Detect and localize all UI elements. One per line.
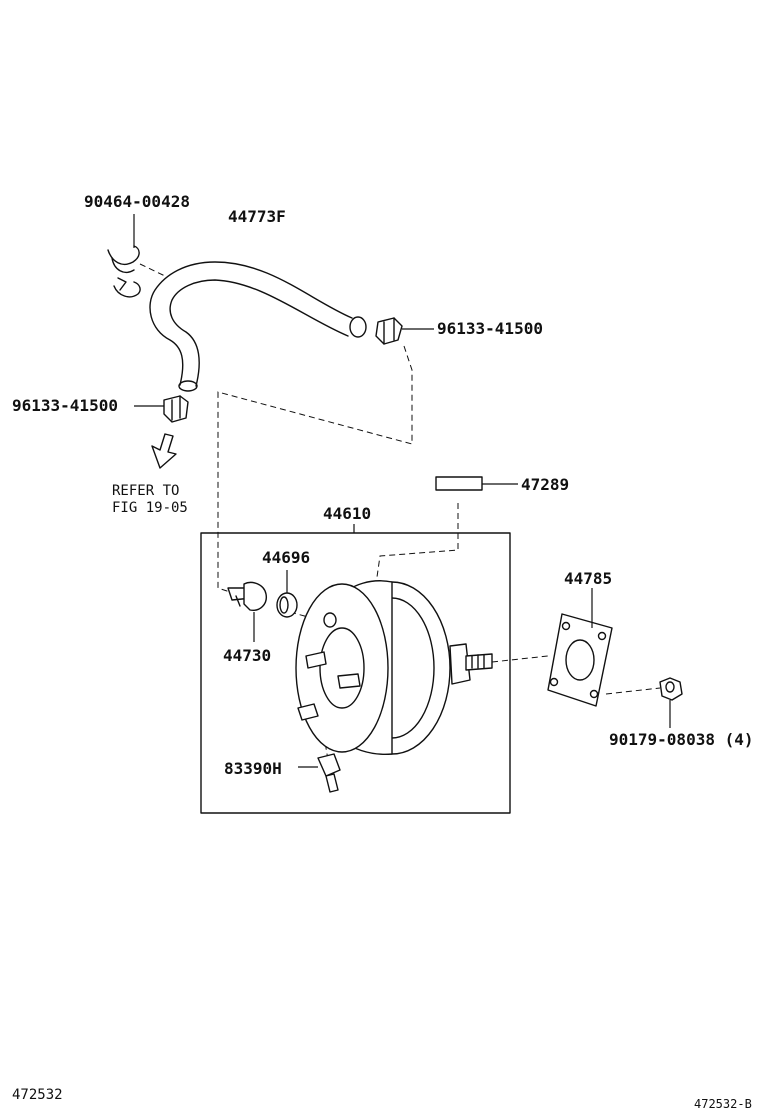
label-check-valve: 44730 <box>223 646 271 665</box>
label-clip: 90464-00428 <box>84 192 190 211</box>
sensor <box>298 753 341 793</box>
figure-code: 472532-B <box>694 1097 752 1111</box>
label-refer-line2: FIG 19-05 <box>112 500 188 516</box>
booster-assembly-frame <box>200 524 511 814</box>
label-clamp-right: 96133-41500 <box>437 319 543 338</box>
hose-clip <box>107 214 166 298</box>
label-grommet: 44696 <box>262 548 310 567</box>
refer-arrow-icon <box>151 433 177 469</box>
vacuum-hose <box>149 261 367 392</box>
label-refer-line1: REFER TO <box>112 483 179 499</box>
illustration-id: 472532 <box>12 1087 63 1103</box>
label-part-47289: 47289 <box>521 475 569 494</box>
nut <box>659 677 683 728</box>
grommet <box>276 570 298 618</box>
brake-booster <box>295 580 493 755</box>
hose-clamp-left <box>134 395 189 423</box>
label-gasket: 44785 <box>564 569 612 588</box>
gasket <box>547 588 613 707</box>
label-sensor: 83390H <box>224 759 282 778</box>
label-clamp-left: 96133-41500 <box>12 396 118 415</box>
part-47289 <box>435 476 518 491</box>
label-booster-assy: 44610 <box>323 504 371 523</box>
check-valve <box>227 581 267 642</box>
label-nut: 90179-08038 (4) <box>609 730 754 749</box>
label-hose: 44773F <box>228 207 286 226</box>
hose-clamp-right <box>375 317 434 345</box>
